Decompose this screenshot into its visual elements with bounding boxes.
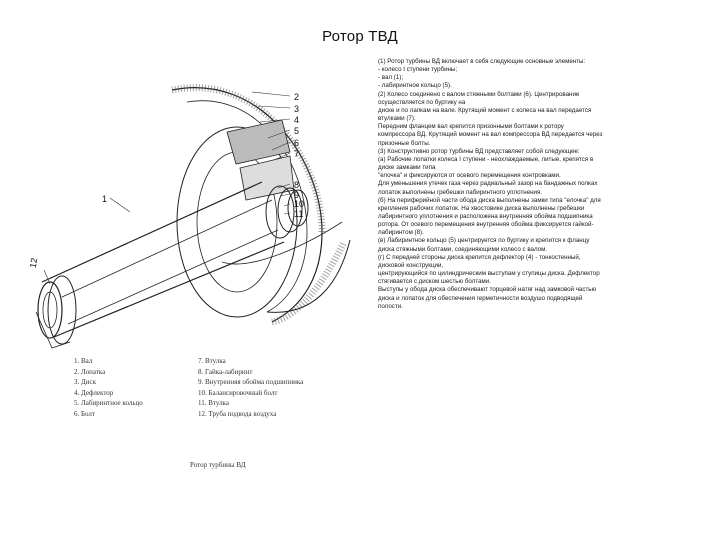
text-line: Выступы у обода диска обеспечивают торце… bbox=[378, 286, 597, 294]
legend-item: 12. Труба подвода воздуха bbox=[198, 409, 277, 418]
text-line: полости. bbox=[378, 302, 403, 310]
text-line: компрессора ВД. Крутящий момент на вал к… bbox=[378, 131, 603, 139]
text-line: - колесо I ступени турбины; bbox=[378, 66, 458, 74]
legend-row: 6. Болт 12. Труба подвода воздуха bbox=[74, 409, 374, 420]
rotor-cutaway-figure: 1 2 3 4 5 6 7 8 9 10 11 12 bbox=[28, 84, 351, 349]
text-line: втулками (7). bbox=[378, 115, 416, 123]
text-line: ротора. От осевого перемещения внутрення… bbox=[378, 221, 594, 229]
text-line: Передним фланцем вал крепится призонными… bbox=[378, 123, 564, 131]
callout-9: 9 bbox=[294, 190, 299, 200]
legend-item: 1. Вал bbox=[74, 357, 93, 365]
figure-caption: Ротор турбины ВД bbox=[190, 461, 246, 469]
legend-row: 1. Вал 7. Втулка bbox=[74, 356, 374, 367]
text-line: осуществляется по буртику на bbox=[378, 98, 466, 106]
text-line: призонные болты. bbox=[378, 139, 431, 147]
callout-5: 5 bbox=[294, 126, 299, 136]
text-line: лабиринтного уплотнения и расположена вн… bbox=[378, 212, 593, 220]
legend-item: 3. Диск bbox=[74, 378, 97, 386]
legend-item: 9. Внутренняя обойма подшипника bbox=[198, 378, 304, 386]
text-line: диске замками типа bbox=[378, 164, 436, 172]
description-text: (1) Ротор турбины ВД включает в себя сле… bbox=[378, 58, 678, 311]
slide-title: Ротор ТВД bbox=[322, 28, 398, 45]
text-line: лопаток выполнены гребешки лабиринтного … bbox=[378, 188, 543, 196]
callout-11: 11 bbox=[294, 209, 303, 219]
legend-item: 11. Втулка bbox=[198, 399, 229, 407]
legend-row: 3. Диск 9. Внутренняя обойма подшипника bbox=[74, 377, 374, 388]
callout-10: 10 bbox=[294, 199, 304, 209]
text-line: (а) Рабочие лопатки колеса I ступени - н… bbox=[378, 155, 594, 163]
callout-8: 8 bbox=[294, 180, 299, 190]
callout-12: 12 bbox=[28, 257, 40, 269]
callout-7: 7 bbox=[294, 149, 299, 159]
callout-3: 3 bbox=[294, 104, 299, 114]
legend-item: 10. Балансировочный болт bbox=[198, 388, 278, 397]
legend-row: 4. Дефлектор 10. Балансировочный болт bbox=[74, 388, 374, 399]
legend-row: 5. Лабиринтное кольцо 11. Втулка bbox=[74, 398, 374, 409]
figure-callouts: 1 2 3 4 5 6 7 8 9 10 11 12 bbox=[28, 92, 304, 269]
text-line: лабиринтом (8). bbox=[378, 229, 424, 237]
figure-legend: 1. Вал 7. Втулка 2. Лопатка 8. Гайка-лаб… bbox=[74, 356, 374, 419]
text-line: крепления рабочих лопаток. На хвостовике… bbox=[378, 204, 585, 212]
legend-item: 6. Болт bbox=[74, 409, 95, 418]
legend-item: 2. Лопатка bbox=[74, 367, 106, 376]
text-line: (г) С передней стороны диска крепится де… bbox=[378, 253, 581, 261]
callout-6: 6 bbox=[294, 138, 299, 148]
callout-1: 1 bbox=[102, 194, 107, 204]
text-line: (б) На периферийной части обода диска вы… bbox=[378, 196, 601, 204]
legend-item: 4. Дефлектор bbox=[74, 388, 114, 397]
text-line: (3) Конструктивно ротор турбины ВД предс… bbox=[378, 147, 580, 155]
legend-item: 5. Лабиринтное кольцо bbox=[74, 399, 143, 407]
text-line: дисковой конструкции, bbox=[378, 261, 444, 269]
text-line: (2) Колесо соединено с валом стяжными бо… bbox=[378, 90, 580, 98]
text-line: диске и по лапкам на вале. Крутящий моме… bbox=[378, 106, 592, 114]
legend-item: 7. Втулка bbox=[198, 357, 226, 365]
legend-row: 2. Лопатка 8. Гайка-лабиринт bbox=[74, 367, 374, 378]
text-line: центрирующийся по цилиндрическим выступа… bbox=[378, 270, 600, 278]
text-line: диска стяжными болтами, соединяющими кол… bbox=[378, 245, 548, 253]
text-line: - лабиринтное кольцо (5). bbox=[378, 82, 452, 90]
text-line: (в) Лабиринтное кольцо (5) центрируется … bbox=[378, 237, 590, 245]
text-line: "елочка" и фиксируются от осевого переме… bbox=[378, 172, 561, 180]
text-line: Для уменьшения утечек газа через радиаль… bbox=[378, 180, 598, 188]
text-line: стягивается с диском шестью болтами. bbox=[378, 278, 491, 286]
rotor-drawing bbox=[35, 84, 351, 349]
callout-2: 2 bbox=[294, 92, 299, 102]
callout-4: 4 bbox=[294, 115, 299, 125]
text-line: (1) Ротор турбины ВД включает в себя сле… bbox=[378, 58, 586, 65]
text-line: - вал (1); bbox=[378, 74, 404, 82]
text-line: диска и лопаток для обеспечения герметич… bbox=[378, 294, 583, 302]
legend-item: 8. Гайка-лабиринт bbox=[198, 367, 253, 376]
